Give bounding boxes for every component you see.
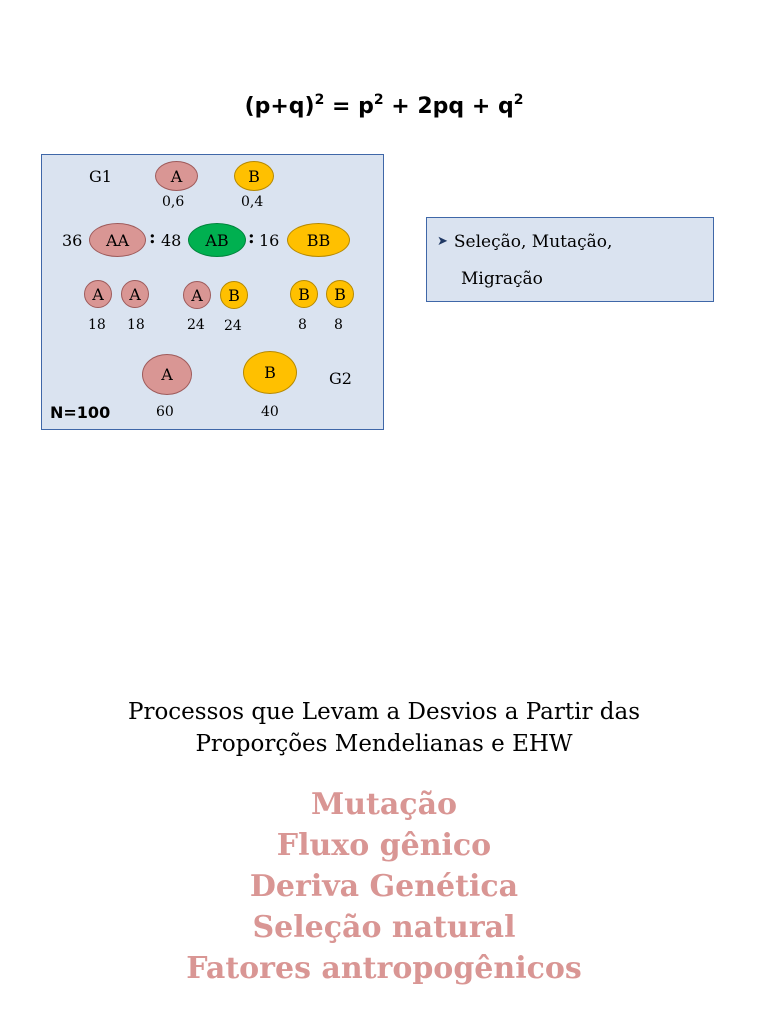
callout-line-1: ➤ Seleção, Mutação, <box>437 232 612 252</box>
genotype-bb-count: 16 <box>259 231 280 250</box>
heading-line-1: Processos que Levam a Desvios a Partir d… <box>127 699 641 725</box>
gamete-count: 8 <box>298 317 307 333</box>
formula-term-p-exponent: 2 <box>373 92 384 108</box>
generation-1-label: G1 <box>89 167 112 186</box>
formula-equals: = <box>324 94 359 119</box>
evolutionary-forces-callout: ➤ Seleção, Mutação, Migração <box>426 217 714 302</box>
formula-lhs-exponent: 2 <box>314 92 325 108</box>
allele-b-g2: B <box>243 351 297 394</box>
genotype-bb: BB <box>287 223 350 257</box>
formula-lhs: (p+q) <box>244 94 315 119</box>
allele-a-frequency: 0,6 <box>162 194 185 210</box>
allele-b-g1: B <box>234 161 274 191</box>
genotype-aa-count: 36 <box>62 231 83 250</box>
genotype-ab-count: 48 <box>161 231 182 250</box>
gamete-count: 18 <box>88 317 106 333</box>
genotype-aa: AA <box>89 223 146 257</box>
callout-text-2: Migração <box>461 269 543 289</box>
gamete-count: 24 <box>224 318 242 334</box>
allele-b-frequency: 0,4 <box>241 194 264 210</box>
gamete-b: B <box>326 280 354 308</box>
hardy-weinberg-formula: (p+q)2 = p2 + 2pq + q2 <box>0 92 768 119</box>
gamete-b: B <box>290 280 318 308</box>
gamete-a: A <box>183 281 211 309</box>
process-item: Mutação <box>310 787 458 822</box>
gamete-a: A <box>84 280 112 308</box>
process-list: Mutação Fluxo gênico Deriva Genética Sel… <box>0 784 768 989</box>
gamete-a: A <box>121 280 149 308</box>
gamete-count: 24 <box>187 317 205 333</box>
allele-a-g1: A <box>155 161 198 191</box>
process-item: Fluxo gênico <box>276 828 492 863</box>
formula-middle-term: + 2pq + <box>383 94 498 119</box>
genotype-ab: AB <box>188 223 246 257</box>
ratio-separator: : <box>149 227 156 248</box>
generation-2-label: G2 <box>329 369 352 388</box>
gamete-b: B <box>220 281 248 309</box>
allele-b-count: 40 <box>261 404 279 420</box>
formula-term-q: q <box>497 94 514 119</box>
process-item: Deriva Genética <box>249 869 519 904</box>
allele-a-count: 60 <box>156 404 174 420</box>
gamete-count: 18 <box>127 317 145 333</box>
callout-text-1: Seleção, Mutação, <box>453 232 613 252</box>
ratio-separator: : <box>248 227 255 248</box>
section-heading: Processos que Levam a Desvios a Partir d… <box>0 696 768 760</box>
process-item: Seleção natural <box>252 910 516 945</box>
heading-line-2: Proporções Mendelianas e EHW <box>195 731 573 757</box>
gamete-count: 8 <box>334 317 343 333</box>
formula-term-p: p <box>358 94 374 119</box>
process-item: Fatores antropogênicos <box>186 951 582 986</box>
arrow-bullet-icon: ➤ <box>437 234 448 249</box>
formula-term-q-exponent: 2 <box>513 92 524 108</box>
allele-frequency-diagram: G1 A 0,6 B 0,4 36 AA : 48 AB : 16 BB A 1… <box>41 154 384 430</box>
allele-a-g2: A <box>142 354 192 395</box>
population-size-label: N=100 <box>50 403 111 422</box>
